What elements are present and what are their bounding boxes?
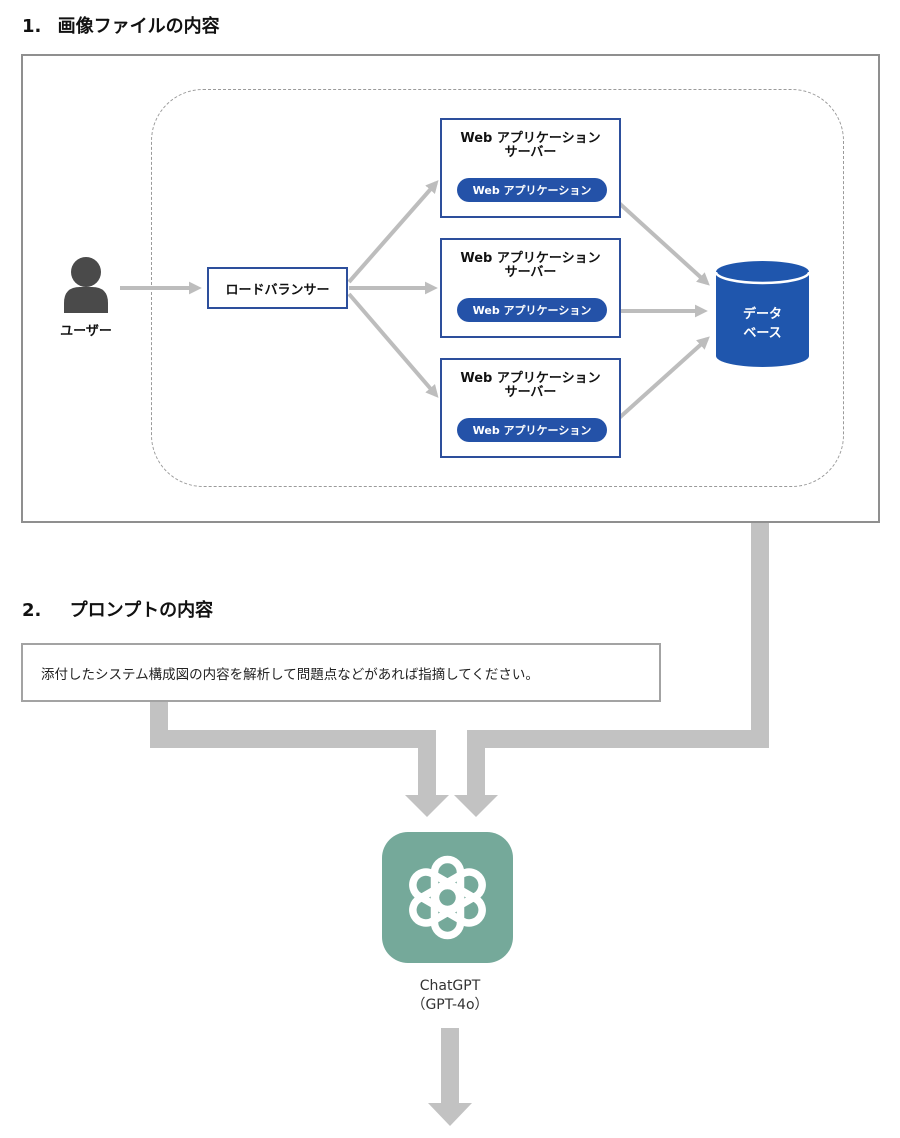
server-3-title-line2: サーバー (504, 385, 557, 400)
flow-image-arrowhead (454, 795, 498, 817)
arrow-lb-to-server-3 (347, 292, 439, 398)
web-app-server-1: Web アプリケーション サーバー Web アプリケーション (440, 118, 621, 218)
section-1-title: 画像ファイルの内容 (57, 16, 220, 37)
chatgpt-tile (382, 832, 513, 963)
prompt-box: 添付したシステム構成図の内容を解析して問題点などがあれば指摘してください。 (21, 643, 661, 702)
web-app-server-2: Web アプリケーション サーバー Web アプリケーション (440, 238, 621, 338)
flow-prompt-arrowhead (405, 795, 449, 817)
web-app-server-3: Web アプリケーション サーバー Web アプリケーション (440, 358, 621, 458)
load-balancer-label: ロードバランサー (225, 282, 330, 298)
prompt-text: 添付したシステム構成図の内容を解析して問題点などがあれば指摘してください。 (41, 666, 539, 683)
user-icon (64, 257, 108, 313)
flow-image-to-chatgpt (467, 523, 769, 797)
openai-logo-icon (409, 855, 486, 940)
database-label: データ ベース (716, 305, 809, 343)
server-1-title-line2: サーバー (504, 145, 557, 160)
server-2-title-line1: Web アプリケーション (460, 251, 601, 266)
flow-prompt-to-chatgpt (150, 702, 436, 797)
user-label: ユーザー (60, 324, 112, 339)
chatgpt-caption: ChatGPT （GPT-4o） (370, 977, 530, 1015)
server-3-title: Web アプリケーション サーバー (442, 372, 619, 400)
flow-output-arrowhead (428, 1103, 472, 1126)
server-2-title-line2: サーバー (504, 265, 557, 280)
section-1-number: 1. (22, 16, 42, 37)
web-app-pill-2: Web アプリケーション (457, 298, 607, 322)
load-balancer-box: ロードバランサー (207, 267, 348, 309)
section-2-number: 2. (22, 600, 42, 621)
model-name: ChatGPT (419, 978, 481, 994)
database-label-line1: データ (742, 307, 782, 322)
arrow-lb-to-server-1 (347, 180, 439, 284)
server-1-title: Web アプリケーション サーバー (442, 132, 619, 160)
server-2-title: Web アプリケーション サーバー (442, 252, 619, 280)
web-app-pill-1: Web アプリケーション (457, 178, 607, 202)
arrow-app-1-to-db (606, 191, 710, 286)
database-icon (714, 261, 811, 367)
model-version: （GPT-4o） (411, 997, 489, 1013)
section-2-heading: 2. プロンプトの内容 (22, 596, 213, 622)
arrow-app-3-to-db (606, 336, 710, 430)
web-app-pill-3: Web アプリケーション (457, 418, 607, 442)
server-1-title-line1: Web アプリケーション (460, 131, 601, 146)
section-1-heading: 1. 画像ファイルの内容 (22, 12, 220, 38)
section-2-title: プロンプトの内容 (69, 600, 214, 621)
database-label-line2: ベース (743, 326, 782, 341)
server-3-title-line1: Web アプリケーション (460, 371, 601, 386)
